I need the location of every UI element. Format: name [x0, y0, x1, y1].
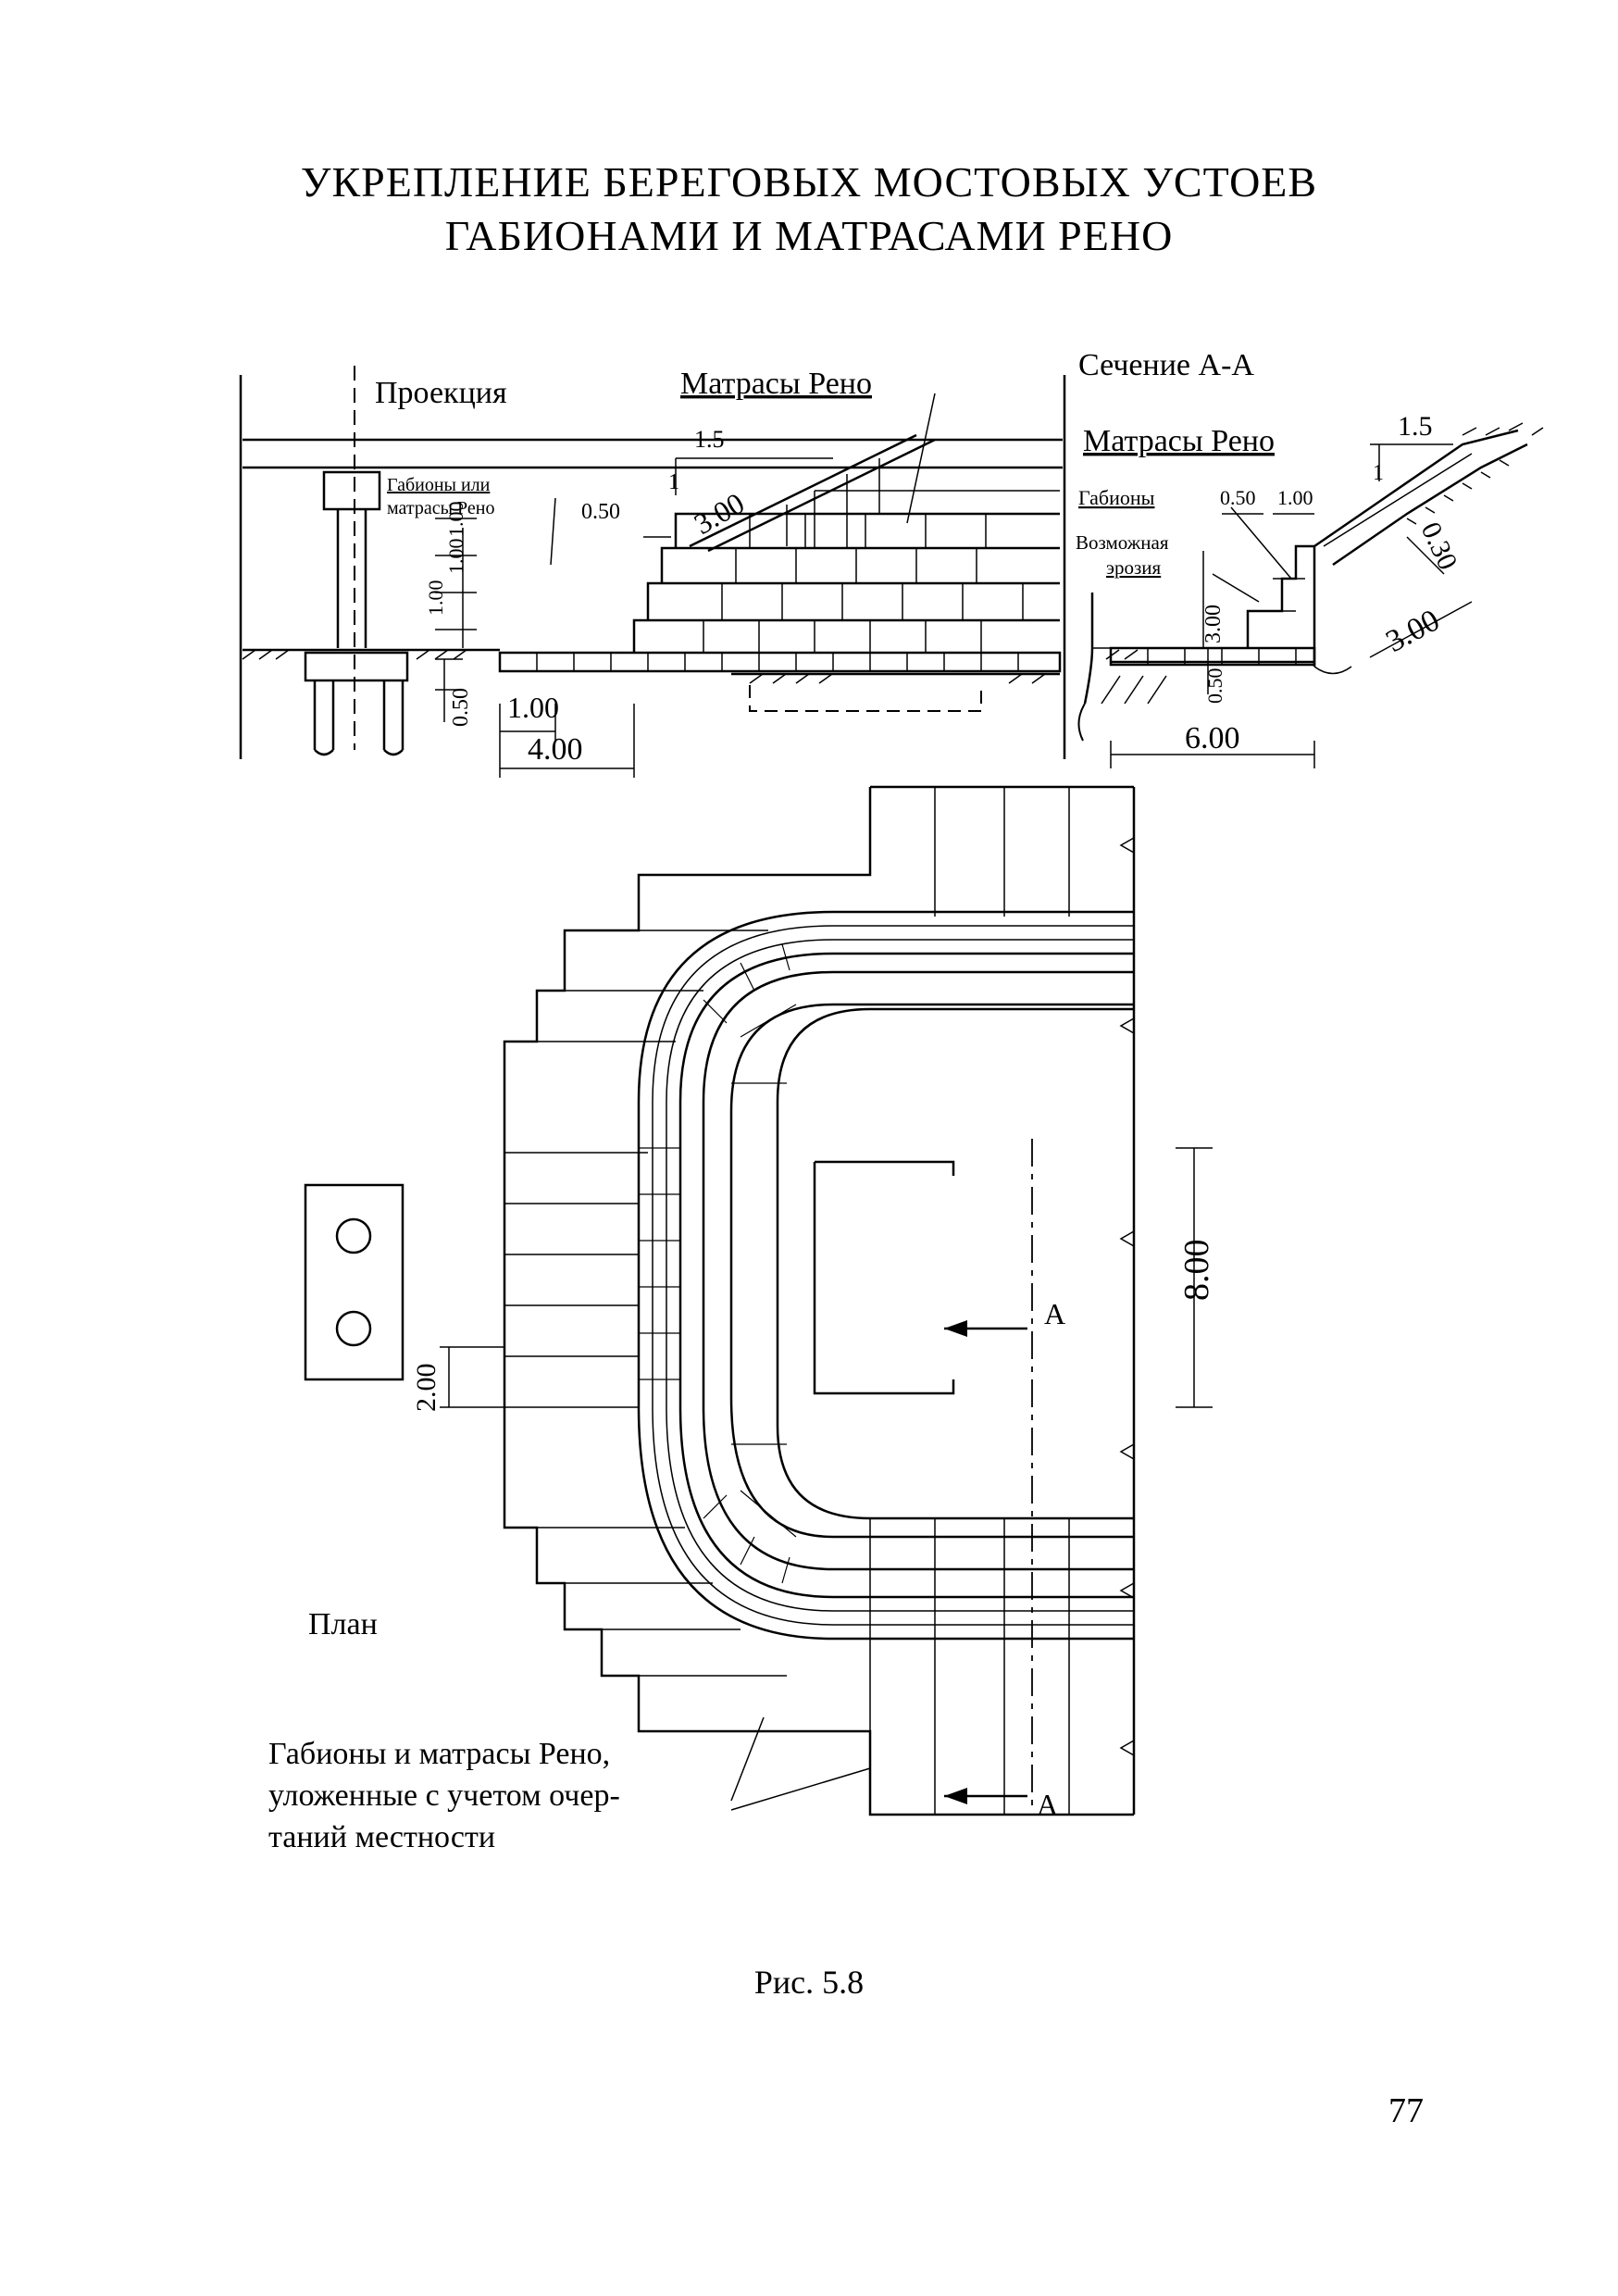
section-width: 6.00	[1185, 721, 1240, 755]
section-slope-v: 1	[1373, 461, 1384, 485]
section-erosion-1: Возможная	[1076, 531, 1169, 554]
section-base-thickness: 0.50	[1203, 668, 1226, 705]
section-slope-len: 3.00	[1380, 603, 1445, 659]
figure-caption: Рис. 5.8	[753, 1964, 865, 2001]
section-reno-label: Матрасы Рено	[1083, 424, 1275, 458]
section-height: 3.00	[1201, 605, 1226, 643]
arrow-top-icon	[944, 1320, 967, 1337]
projection-gabion-label-1: Габионы или	[387, 475, 491, 495]
projection-bottom-small: 1.00	[507, 691, 559, 724]
projection-offset: 0.50	[581, 500, 620, 524]
section-arrows	[944, 1320, 967, 1804]
projection-slope-v: 1	[668, 470, 679, 494]
plan-note-line-1: Габионы и матрасы Рено,	[268, 1737, 610, 1771]
projection-step-1: 1.00	[424, 580, 447, 617]
section-dim-b: 1.00	[1277, 486, 1313, 509]
projection-slope-h: 1.5	[694, 426, 725, 453]
plan-dim-side: 8.00	[1177, 1240, 1216, 1302]
section-erosion-2: эрозия	[1106, 556, 1162, 579]
plan-dim-step: 2.00	[411, 1364, 442, 1413]
projection-title: Проекция	[375, 376, 507, 410]
plan-title: План	[308, 1607, 378, 1641]
section-mark-top: А	[1044, 1297, 1065, 1330]
page-number: 77	[1388, 2091, 1424, 2130]
section-view	[1077, 422, 1544, 768]
arrow-bottom-icon	[944, 1788, 967, 1804]
projection-view	[239, 366, 1066, 778]
plan-view	[304, 785, 1213, 1816]
section-gabion-label: Габионы	[1078, 486, 1155, 509]
projection-step-3: 1.00	[444, 502, 467, 538]
page-title: УКРЕПЛЕНИЕ БЕРЕГОВЫХ МОСТОВЫХ УСТОЕВ ГАБ…	[0, 156, 1618, 263]
projection-base-thickness: 0.50	[449, 688, 473, 727]
projection-slope-len: 3.00	[689, 486, 750, 541]
projection-bottom-big: 4.00	[528, 732, 583, 767]
section-mark-bottom: А	[1037, 1788, 1058, 1821]
title-line-1: УКРЕПЛЕНИЕ БЕРЕГОВЫХ МОСТОВЫХ УСТОЕВ	[300, 158, 1318, 206]
plan-note-line-2: уложенные с учетом очер-	[268, 1778, 620, 1813]
title-line-2: ГАБИОНАМИ И МАТРАСАМИ РЕНО	[444, 212, 1174, 259]
section-slope-h: 1.5	[1398, 411, 1433, 442]
projection-step-2: 1.00	[444, 539, 467, 575]
projection-reno-label: Матрасы Рено	[680, 367, 872, 401]
plan-note-line-3: таний местности	[268, 1820, 495, 1854]
section-thickness: 0.30	[1415, 518, 1463, 575]
projection-gabion-label-2: матрасы Рено	[387, 498, 495, 518]
section-title: Сечение А-А	[1078, 348, 1254, 382]
section-dim-a: 0.50	[1220, 486, 1256, 509]
